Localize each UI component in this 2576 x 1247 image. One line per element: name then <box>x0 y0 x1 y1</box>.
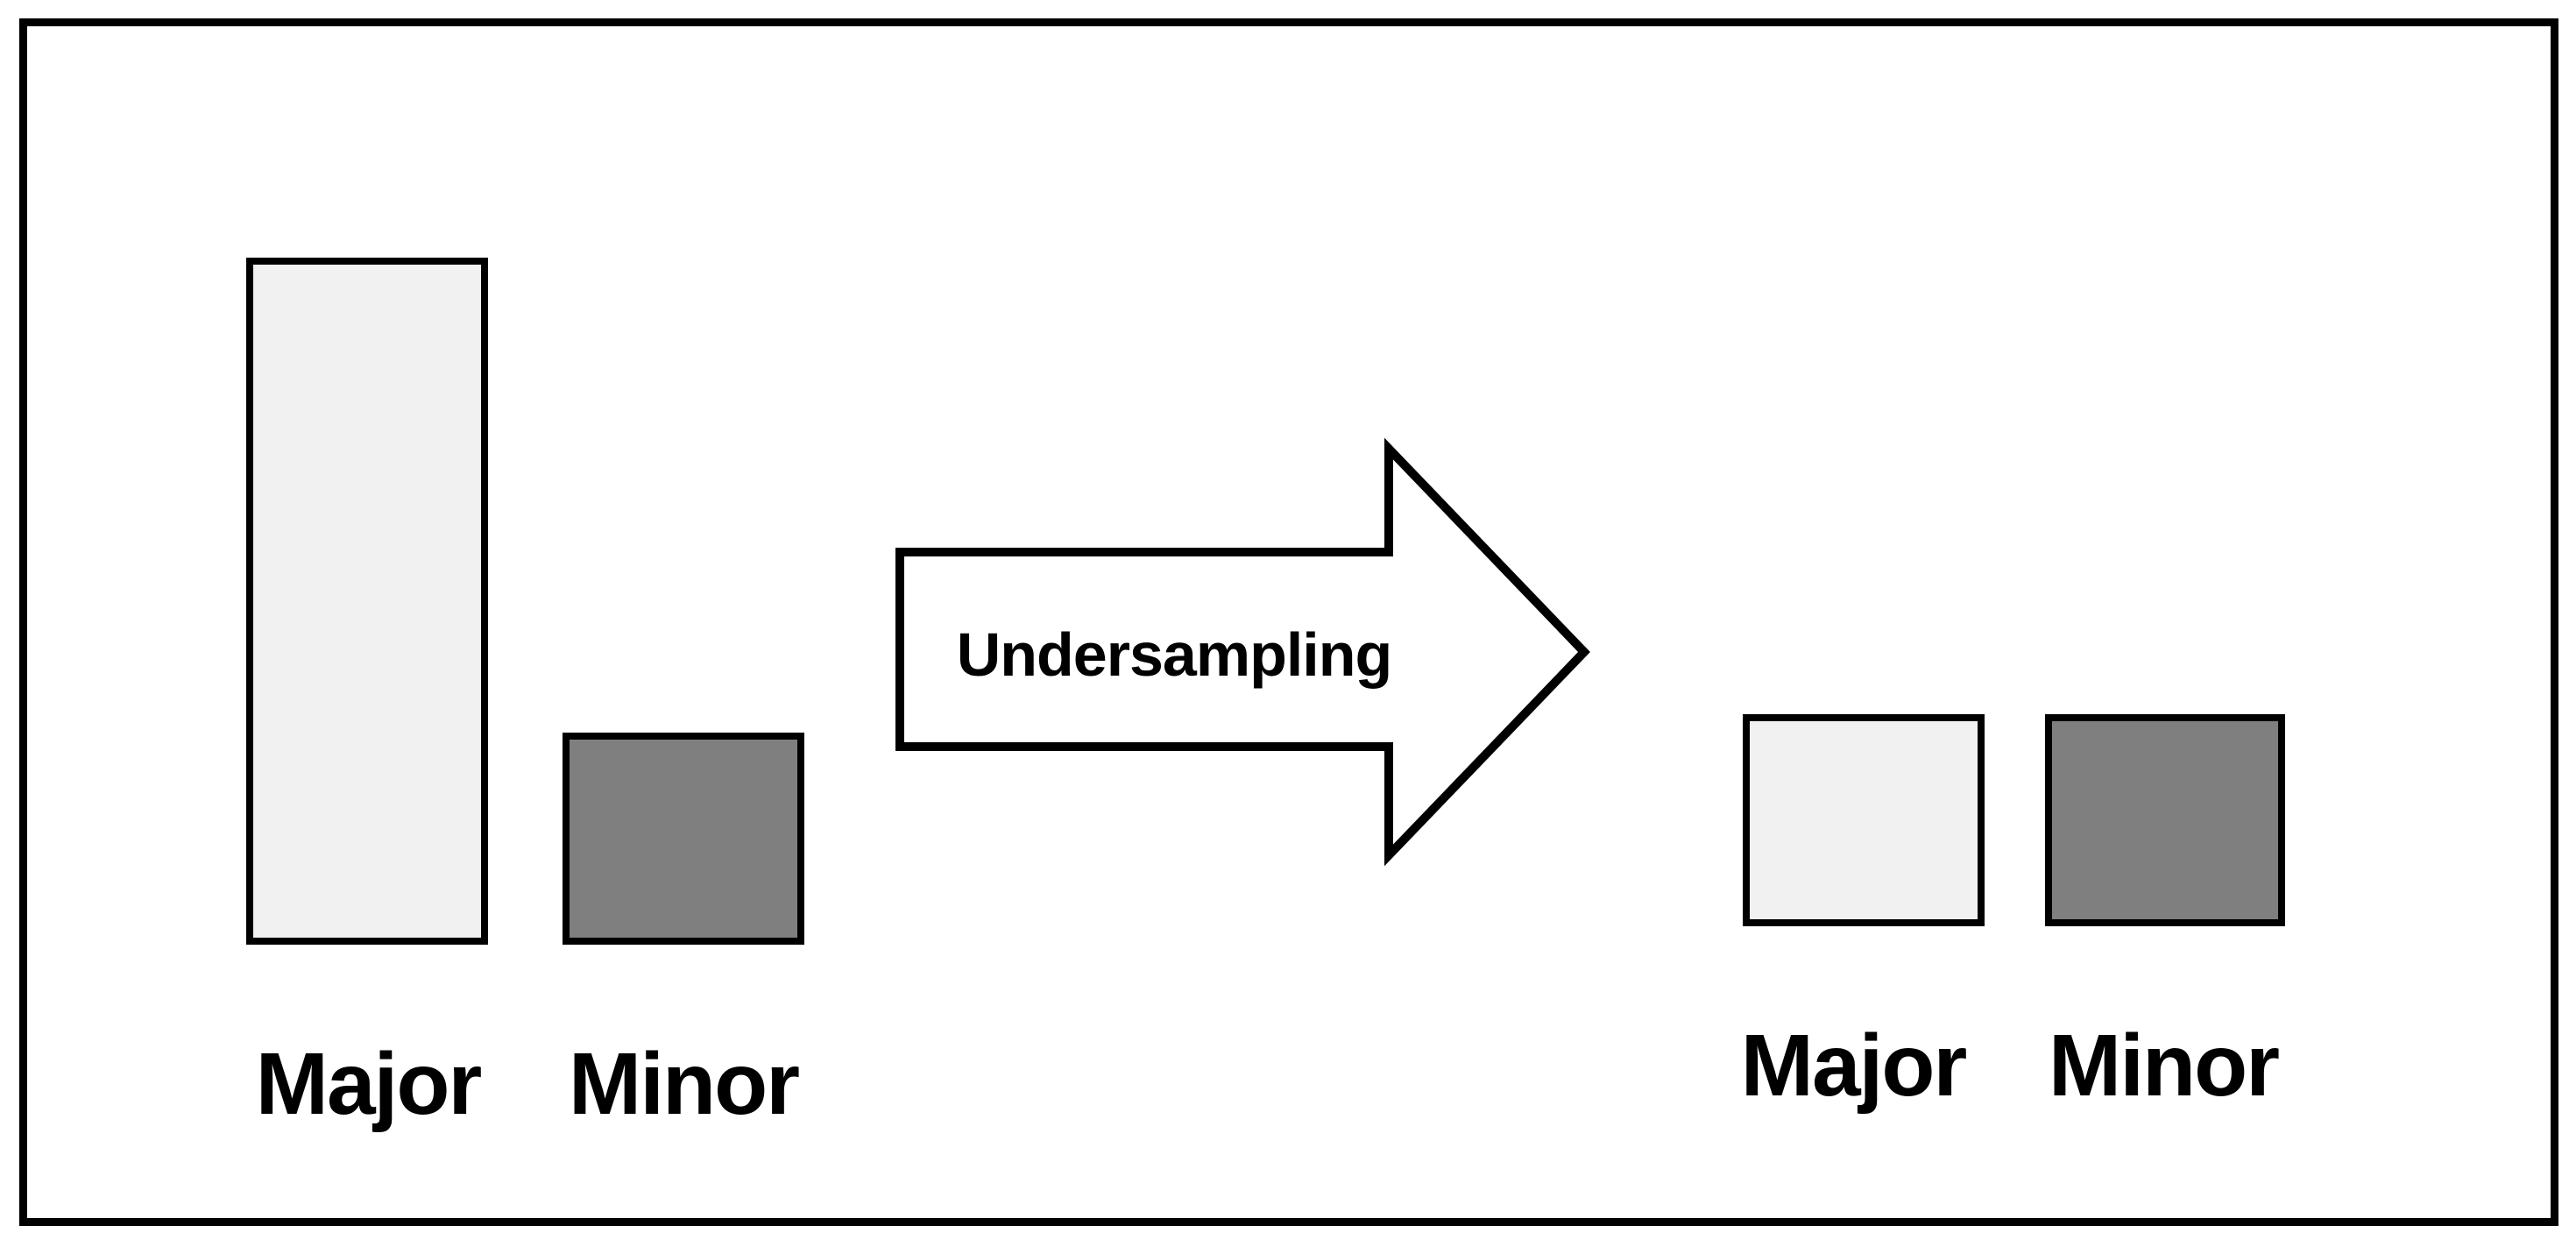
label-before-minor: Minor <box>568 1035 800 1133</box>
bar-before-major <box>246 258 488 945</box>
right-arrow-icon <box>895 437 1590 867</box>
label-after-major: Major <box>1740 1017 1968 1115</box>
bar-after-major <box>1743 714 1985 926</box>
bar-after-minor <box>2045 714 2285 926</box>
arrow-label: Undersampling <box>956 620 1393 689</box>
label-before-major: Major <box>255 1035 483 1133</box>
label-after-minor: Minor <box>2048 1017 2280 1115</box>
bar-before-minor <box>563 733 804 945</box>
